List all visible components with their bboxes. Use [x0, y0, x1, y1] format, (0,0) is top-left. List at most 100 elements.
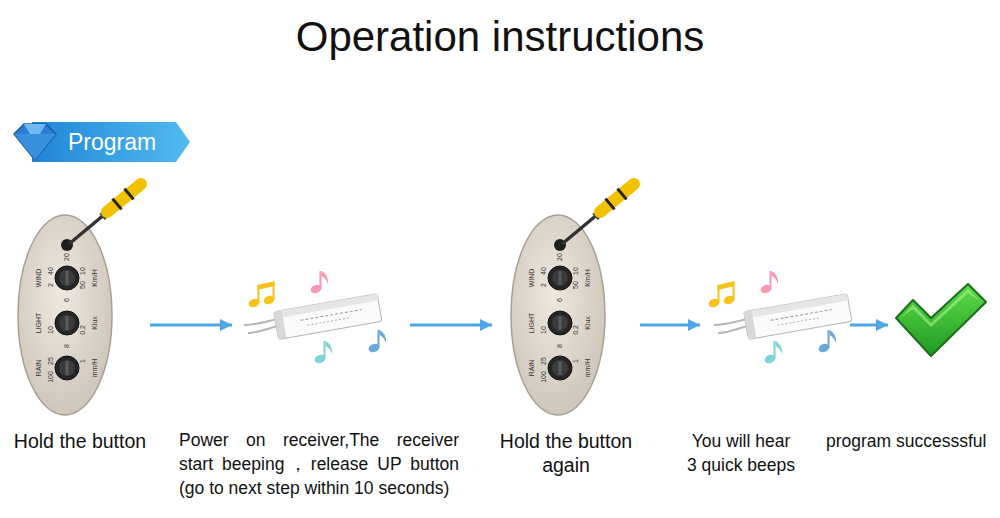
- gem-facet: [24, 124, 46, 134]
- receiver-unit-part: [313, 341, 332, 365]
- device-scale-label: mm/H: [584, 359, 592, 378]
- device-scale-label: 40: [540, 267, 548, 275]
- screwdriver: [69, 184, 141, 244]
- sensor-device-part: [59, 270, 75, 286]
- receiver-unit-part: [248, 325, 280, 333]
- device-scale-label: 100: [47, 371, 55, 383]
- device-scale-label: Km/H: [584, 269, 592, 287]
- check-mark-part: [900, 289, 980, 327]
- receiver-unit-part-part: [308, 318, 351, 326]
- screwdriver-part: [125, 189, 134, 200]
- sensor-device-part: [66, 361, 69, 375]
- screwdriver-part: [562, 214, 598, 244]
- device-scale-label: RAIN: [35, 360, 43, 377]
- check-mark: [896, 284, 986, 356]
- device-scale-label: LIGHT: [528, 313, 536, 334]
- sensor-device: [511, 184, 634, 415]
- receiver-unit-part: [763, 341, 782, 365]
- screwdriver-part: [618, 189, 627, 200]
- receiver-unit-part-part: [771, 310, 832, 321]
- sensor-device-part: [548, 356, 572, 380]
- receiver-unit-part-part: [274, 294, 379, 319]
- receiver-unit-part: [274, 294, 382, 340]
- sensor-device-part: [559, 316, 562, 330]
- screwdriver-part: [113, 199, 122, 210]
- receiver-unit-part: [244, 319, 277, 325]
- step-node: Hold the button: [10, 215, 150, 435]
- sensor-device-part: [552, 360, 568, 376]
- receiver-unit-part-part: [274, 294, 382, 340]
- gem-facet: [14, 134, 56, 160]
- step-node: You will hear 3 quick beeps: [700, 215, 850, 435]
- device-scale-label: 20: [556, 253, 564, 261]
- device-scale-label: 10: [572, 267, 580, 275]
- sensor-device-part: [511, 215, 605, 415]
- receiver-unit-part-part: [301, 310, 362, 321]
- device-scale-label: 10: [540, 326, 548, 334]
- sensor-device-part: [559, 271, 562, 285]
- device-scale-label: Klux: [91, 316, 99, 330]
- step-caption: Hold the button: [8, 430, 152, 452]
- device-scale-label: 40: [47, 267, 55, 275]
- receiver-unit: [244, 271, 386, 365]
- flow-arrow: [640, 324, 700, 327]
- device-scale-label: 2: [47, 283, 55, 287]
- step-node: Hold the button again: [492, 215, 640, 435]
- device-scale-label: 0.2: [79, 325, 87, 335]
- receiver-unit-part-part: [274, 310, 287, 339]
- receiver-unit-part: [759, 271, 778, 295]
- device-scale-label: 100: [540, 371, 548, 383]
- sensor-device-part: [548, 266, 572, 290]
- flow-arrow: [150, 324, 232, 327]
- sensor-device-part: [66, 271, 69, 285]
- step-caption: You will hear 3 quick beeps: [686, 429, 797, 477]
- device-scale-label: 8: [63, 344, 71, 348]
- banner-band: [32, 122, 190, 162]
- receiver-unit: [707, 271, 851, 365]
- device-scale-label: 1: [79, 359, 87, 363]
- device-scale-label: Km/H: [91, 269, 99, 287]
- flow-arrow: [410, 324, 492, 327]
- receiver-unit-part-part: [744, 294, 852, 340]
- receiver-unit-part-part: [744, 294, 849, 319]
- sensor-device-part: [548, 311, 572, 335]
- sensor-device-part: [552, 315, 568, 331]
- device-scale-label: Klux: [584, 316, 592, 330]
- receiver-unit-part-part: [778, 318, 821, 326]
- device-scale-label: LIGHT: [35, 313, 43, 334]
- screwdriver-part: [69, 214, 105, 244]
- sensor-device-part: [55, 266, 79, 290]
- step-node: Power on receiver,The receiver start bee…: [232, 215, 410, 435]
- screwdriver: [562, 184, 634, 244]
- receiver-unit-part: [367, 330, 386, 354]
- device-scale-label: 50: [572, 281, 580, 289]
- device-scale-label: 10: [79, 267, 87, 275]
- step-caption: Hold the button again: [491, 429, 641, 477]
- device-scale-label: 0.2: [572, 325, 580, 335]
- device-scale-label: WIND: [528, 269, 536, 288]
- device-scale-label: 25: [47, 357, 55, 365]
- device-scale-label: 1: [572, 359, 580, 363]
- device-scale-label: 20: [63, 253, 71, 261]
- device-scale-label: 8: [556, 344, 564, 348]
- section-banner: Program: [12, 122, 190, 162]
- device-scale-label: 2: [540, 283, 548, 287]
- diagram-title: Operation instructions: [0, 10, 1000, 64]
- receiver-unit-part: [817, 330, 836, 354]
- step-caption: Power on receiver,The receiver start bee…: [179, 428, 459, 500]
- banner-label: Program: [68, 122, 156, 162]
- sensor-device-part: [559, 361, 562, 375]
- device-scale-label: WIND: [35, 269, 43, 288]
- sensor-device-part: [59, 360, 75, 376]
- receiver-unit-part: [707, 281, 735, 309]
- receiver-unit-part: [744, 294, 852, 340]
- gem-icon: [14, 124, 56, 160]
- receiver-unit-part: [714, 319, 747, 325]
- device-scale-label: 10: [47, 326, 55, 334]
- step-caption: program successsful: [826, 430, 986, 452]
- device-scale-label: 6: [556, 298, 564, 302]
- receiver-unit-part: [309, 271, 328, 295]
- device-scale-label: 6: [63, 298, 71, 302]
- sensor-device-part: [55, 311, 79, 335]
- device-scale-label: 25: [540, 357, 548, 365]
